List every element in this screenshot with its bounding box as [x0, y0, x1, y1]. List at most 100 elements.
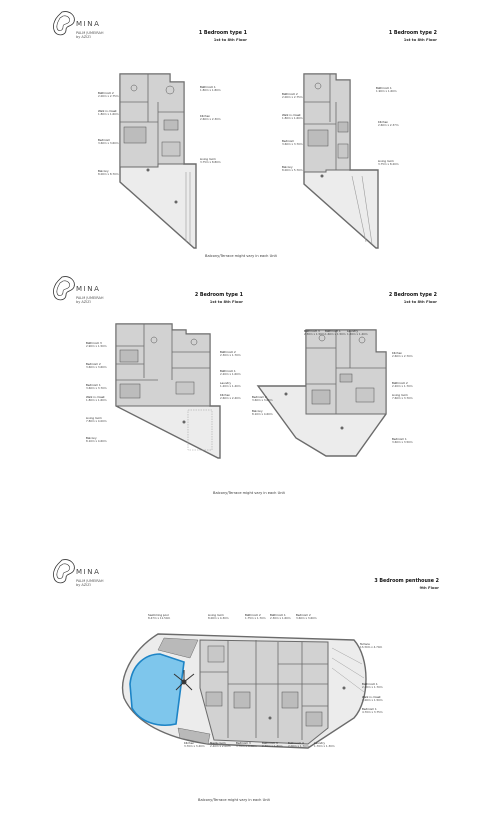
room-label: Bathroom 3 2.90m x 1.50m: [86, 341, 107, 349]
room-dims: 3.60m x 3.60m: [296, 616, 317, 621]
room-name: Bedroom 1: [392, 437, 407, 441]
room-dims: 3.60m x 3.60m: [86, 365, 107, 370]
room-name: Bathroom 3: [304, 329, 320, 333]
room-label: Bedroom 1 3.60m x 3.50m: [392, 437, 413, 445]
room-name: Living room: [392, 393, 408, 397]
room-name: Bathroom 2: [98, 91, 114, 95]
floor-plan-1-bedroom-type-2: [303, 73, 379, 249]
room-dims: 8.10m x 4.60m: [252, 412, 273, 417]
room-dims: 8.00m x 4.30m: [208, 616, 229, 621]
room-dims: 13.30m x 4.70m: [360, 645, 383, 650]
room-name: Balcony: [86, 436, 97, 440]
room-name: Laundry: [347, 329, 358, 333]
room-dims: 2.00m x 1.70m: [288, 744, 309, 749]
plan-title: 3 Bedroom penthouse 2: [374, 579, 439, 584]
room-label: Bedroom 3.60m x 3.60m: [98, 138, 119, 146]
room-name: Laundry: [220, 381, 231, 385]
room-dims: 2.00m x 2.75m: [98, 94, 119, 99]
room-label: Bedroom 2 3.60m x 3.60m: [86, 362, 107, 370]
room-label: Living room 3.75m x 8.80m: [200, 157, 221, 165]
room-dims: 7.60m x 3.70m: [392, 396, 413, 401]
plan-title-block: 1 Bedroom type 2 1st to 8th Floor: [389, 31, 437, 42]
room-name: Kitchen: [392, 351, 403, 355]
brand-location: PALM JUMEIRAH: [76, 31, 104, 35]
mina-logo: MINA PALM JUMEIRAH by AZIZI: [52, 558, 107, 598]
brand-location: PALM JUMEIRAH: [76, 579, 104, 583]
room-label: Kitchen 2.60m x 2.30m: [200, 114, 221, 122]
room-label: Bedroom 3 3.70m x 3.40m: [236, 741, 257, 749]
room-name: Walk in closet: [86, 395, 105, 399]
room-name: Bathroom 3: [262, 741, 278, 745]
plan-title: 2 Bedroom type 2: [388, 293, 437, 298]
room-dims: 3.60m x 3.70m: [282, 142, 303, 147]
room-dims: 3.60m x 3.60m: [252, 398, 273, 403]
room-label: Bathroom 2 2.00m x 2.75m: [282, 92, 303, 100]
room-name: Bathroom 1: [270, 613, 286, 617]
room-label: Living room 7.80m x 4.00m: [86, 416, 107, 424]
room-label: Bathroom 1 2.20m x 1.70m: [362, 682, 383, 690]
room-dims: 2.30m x 1.60m: [270, 616, 291, 621]
room-label: Living room 3.75m x 8.20m: [378, 159, 399, 167]
room-dims: 2.30m x 1.70m: [220, 353, 241, 358]
room-dims: 1.70m x 1.30m: [314, 744, 335, 749]
balcony-note: Balcony/Terrace might vary in each Unit: [205, 254, 277, 258]
room-label: Bathroom 2 1.75m x 1.70m: [245, 613, 266, 621]
room-name: Bathroom 1: [376, 86, 392, 90]
room-dims: 2.60m x 2.70m: [392, 354, 413, 359]
brand-name: MINA: [76, 285, 101, 293]
room-name: Walk in closet: [98, 109, 117, 113]
room-label: Kitchen 3.70m x 3.40m: [184, 741, 205, 749]
room-name: Balcony: [252, 409, 263, 413]
room-label: Maids room 2.40m x 2.00m: [210, 741, 231, 749]
room-label: Bathroom 2 2.00m x 2.75m: [98, 91, 119, 99]
section-1-bedroom: MINA PALM JUMEIRAH by AZIZI 1 Bedroom ty…: [0, 0, 487, 265]
room-dims: 1.75m x 1.70m: [245, 616, 266, 621]
balcony-note: Balcony/Terrace might vary in each Unit: [213, 491, 285, 495]
brand-subtitle: PALM JUMEIRAH by AZIZI: [76, 579, 104, 587]
room-name: Balcony: [282, 165, 293, 169]
room-label: Bedroom 1 3.60m x 3.70m: [86, 383, 107, 391]
room-name: Bathroom 1: [362, 682, 378, 686]
room-label: Bathroom 1 1.60m x 1.50m: [325, 329, 346, 337]
room-dims: 3.70m x 3.40m: [184, 744, 205, 749]
room-name: Bathroom 3: [86, 341, 102, 345]
plan-floor: 9th Floor: [419, 585, 439, 590]
room-label: Kitchen 2.60m x 2.70m: [392, 351, 413, 359]
plan-title-block: 2 Bedroom type 2 1st to 8th Floor: [389, 293, 437, 304]
room-label: Balcony 8.00m x 8.70m: [98, 169, 119, 177]
floor-plan-2-bedroom-type-1: [115, 323, 221, 459]
plan-title-block: 1 Bedroom type 1 1st to 8th Floor: [199, 31, 247, 42]
room-label: Bedroom 2 3.60m x 3.60m: [252, 395, 273, 403]
room-name: Living room: [378, 159, 394, 163]
room-dims: 2.60m x 2.30m: [200, 117, 221, 122]
room-name: Living room: [208, 613, 224, 617]
room-label: Kitchen 2.60m x 2.37m: [378, 120, 399, 128]
brand-developer: by AZIZI: [76, 583, 91, 587]
room-label: Balcony 8.10m x 4.60m: [252, 409, 273, 417]
room-name: Bathroom 2: [220, 350, 236, 354]
plan-floor: 1st to 8th Floor: [209, 299, 243, 304]
floor-plan-3-bedroom-penthouse: [122, 633, 367, 749]
room-name: Terrace: [360, 642, 370, 646]
plan-floor: 1st to 8th Floor: [403, 299, 437, 304]
room-label: Swimming pool 8.47m x 11.50m: [148, 613, 170, 621]
palm-tree-icon: [173, 670, 195, 691]
room-dims: 3.75m x 8.20m: [378, 162, 399, 167]
room-name: Bedroom: [98, 138, 111, 142]
room-label: Living room 7.60m x 3.70m: [392, 393, 413, 401]
room-name: Balcony: [98, 169, 109, 173]
brand-subtitle: PALM JUMEIRAH by AZIZI: [76, 296, 104, 304]
room-dims: 2.60m x 2.40m: [220, 396, 241, 401]
room-name: Kitchen: [378, 120, 389, 124]
room-dims: 2.20m x 1.70m: [362, 685, 383, 690]
mina-logo-mark-icon: [53, 559, 75, 584]
room-dims: 1.80m x 1.60m: [86, 398, 107, 403]
room-label: Walk in closet 1.80m x 1.60m: [282, 113, 303, 121]
room-dims: 2.20m x 1.60m: [220, 372, 241, 377]
brand-developer: by AZIZI: [76, 35, 91, 39]
room-name: Laundry: [314, 741, 325, 745]
room-label: Bathroom 1 1.80m x 1.80m: [200, 85, 221, 93]
room-label: Laundry 1.20m x 1.40m: [220, 381, 241, 389]
room-name: Swimming pool: [148, 613, 169, 617]
room-name: Bathroom 2: [282, 92, 298, 96]
